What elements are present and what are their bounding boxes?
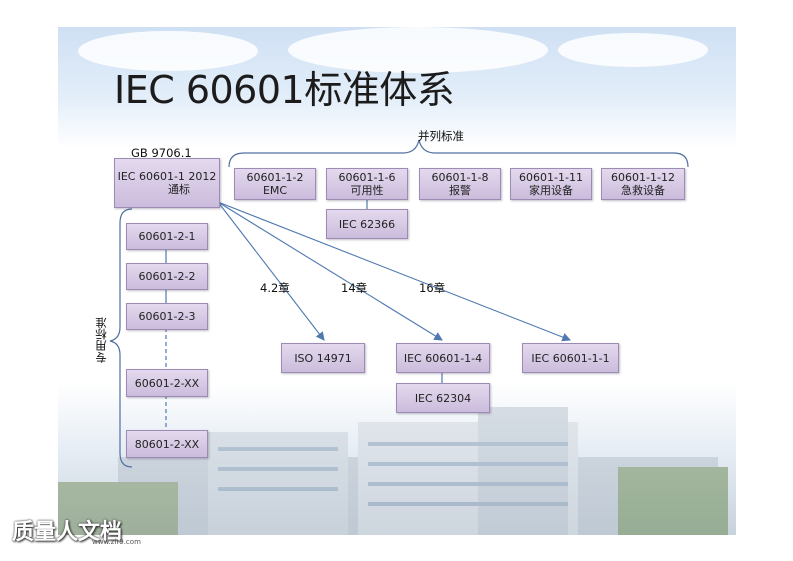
- box-title: 60601-2-3: [138, 310, 196, 323]
- particular-80601-2-xx-box: 80601-2-XX: [126, 430, 208, 458]
- iec-60601-1-4-box: IEC 60601-1-4: [396, 343, 490, 373]
- cloud-decoration: [558, 33, 708, 67]
- chapter-16-label: 16章: [419, 281, 446, 295]
- collateral-60601-1-11-box: 60601-1-11 家用设备: [510, 168, 592, 200]
- collateral-60601-1-2-box: 60601-1-2 EMC: [234, 168, 316, 200]
- particular-60601-2-1-box: 60601-2-1: [126, 223, 208, 250]
- box-title: 80601-2-XX: [134, 437, 200, 451]
- gb-label: GB 9706.1: [131, 146, 192, 160]
- iso-14971-box: ISO 14971: [281, 343, 365, 373]
- specific-standards-label: 专用标准: [93, 317, 108, 363]
- box-title: 60601-2-1: [138, 230, 196, 243]
- specific-bracket: [109, 208, 133, 468]
- collateral-60601-1-12-box: 60601-1-12 急救设备: [601, 168, 685, 200]
- chapter-4-2-label: 4.2章: [260, 281, 290, 295]
- diagram-connectors: [109, 139, 689, 468]
- cloud-decoration: [78, 31, 258, 71]
- arrow-to-iec60601-1-1: [217, 201, 572, 342]
- collateral-60601-1-6-box: 60601-1-6 可用性: [326, 168, 408, 200]
- watermark-url: www.zlr9.com: [92, 538, 141, 546]
- building-illustration: [58, 407, 728, 535]
- slide: IEC 60601标准体系 并列标准 GB 9706.1 专用标准 4.2章 1…: [58, 27, 736, 535]
- box-title: IEC 60601-1-4: [403, 351, 483, 365]
- box-subtitle: 可用性: [350, 184, 384, 197]
- box-title: IEC 62366: [338, 217, 396, 231]
- arrow-to-iec60601-1-4: [217, 201, 443, 341]
- box-title: 60601-1-8: [431, 171, 489, 184]
- chapter-14-label: 14章: [341, 281, 368, 295]
- box-subtitle: 报警: [449, 184, 471, 197]
- box-subtitle: EMC: [262, 184, 288, 197]
- box-title: 60601-1-12: [611, 171, 675, 184]
- box-title: ISO 14971: [294, 351, 352, 365]
- specific-standards-text: 专用标准: [94, 317, 108, 363]
- collateral-60601-1-8-box: 60601-1-8 报警: [419, 168, 501, 200]
- arrow-to-iso14971: [217, 201, 325, 341]
- particular-60601-2-xx-box: 60601-2-XX: [126, 369, 208, 397]
- particular-60601-2-2-box: 60601-2-2: [126, 263, 208, 290]
- general-standard-box: IEC 60601-1 2012 通标: [114, 158, 220, 208]
- iec-62304-box: IEC 62304: [396, 383, 490, 413]
- box-title: 60601-1-11: [519, 171, 583, 184]
- slide-title: IEC 60601标准体系: [114, 68, 455, 112]
- box-title: IEC 60601-1-1: [531, 351, 610, 365]
- box-title: IEC 62304: [414, 391, 472, 405]
- particular-60601-2-3-box: 60601-2-3: [126, 303, 208, 330]
- general-standard-subtitle: 通标: [168, 183, 190, 196]
- box-title: 60601-1-6: [338, 171, 396, 184]
- general-standard-title: IEC 60601-1 2012: [117, 170, 217, 183]
- iec-62366-box: IEC 62366: [326, 209, 408, 239]
- watermark-text: 质量人文档: [12, 520, 123, 545]
- box-title: 60601-1-2: [246, 171, 304, 184]
- iec-60601-1-1-box: IEC 60601-1-1: [522, 343, 619, 373]
- box-title: 60601-2-2: [138, 270, 196, 283]
- box-subtitle: 家用设备: [529, 184, 573, 197]
- cloud-decoration: [288, 27, 548, 73]
- box-title: 60601-2-XX: [134, 376, 200, 390]
- box-subtitle: 急救设备: [621, 184, 665, 197]
- parallel-standards-label: 并列标准: [418, 129, 464, 143]
- watermark-logo: 质量人文档 www.zlr9.com: [8, 512, 158, 548]
- parallel-bracket: [228, 139, 689, 168]
